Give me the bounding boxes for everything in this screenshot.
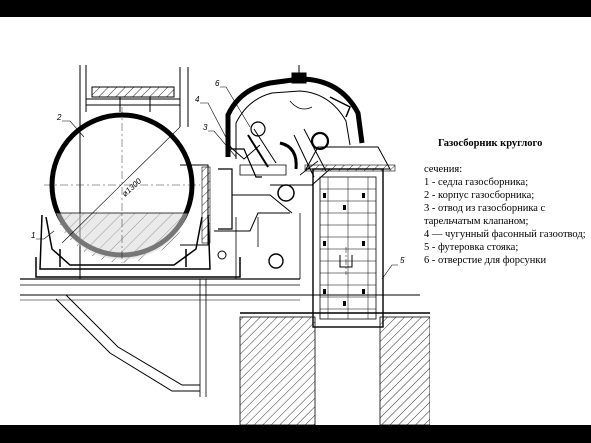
gas-collector-body (44, 107, 200, 263)
slide: ø1300 (0, 17, 591, 425)
riser-standpipe (299, 146, 396, 328)
gooseneck-outlet (180, 65, 365, 279)
callout-5: 5 (400, 256, 405, 265)
platform (20, 278, 420, 397)
callout-6: 6 (215, 79, 220, 88)
caption-title: Газосборник круглого (438, 138, 543, 149)
callout-2: 2 (56, 113, 62, 122)
masonry (239, 312, 430, 425)
caption-subtitle: сечения: (424, 164, 463, 175)
legend-item-2: 2 - корпус газосборника; (424, 190, 535, 201)
legend-item-5: 5 - футеровка стояка; (424, 242, 519, 253)
legend-item-6: 6 - отверстие для форсунки (424, 255, 547, 266)
legend-item-1: 1 - седла газосборника; (424, 177, 529, 188)
callout-1: 1 (31, 231, 35, 240)
gas-collector-drawing: ø1300 (20, 65, 430, 425)
legend-item-3: 3 - отвод из газосборника с тарельчатым … (424, 203, 546, 227)
diameter-label: ø1300 (120, 176, 143, 198)
callout-leaders (36, 86, 398, 280)
callout-3: 3 (203, 123, 208, 132)
legend-list: 1 - седла газосборника; 2 - корпус газос… (424, 176, 589, 267)
legend-item-4: 4 — чугунный фасонный газоотвод; (424, 229, 586, 240)
callout-4: 4 (195, 95, 200, 104)
